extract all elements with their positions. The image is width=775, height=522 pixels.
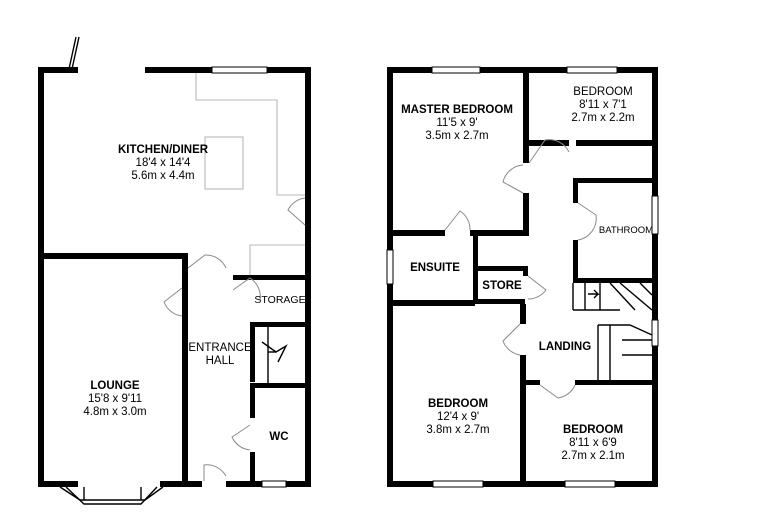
room-name: BEDROOM [562,424,624,436]
room-imperial: 11'5 x 9' [436,117,478,129]
kitchen-diner-label: KITCHEN/DINER 18'4 x 14'4 5.6m x 4.4m [98,144,228,183]
window [386,249,394,285]
storage-label: STORAGE [252,294,308,307]
room-name: WC [269,431,289,443]
room-name-line2: HALL [205,355,235,367]
room-imperial: 12'4 x 9' [436,411,480,423]
window [566,66,618,74]
window [431,66,481,74]
room-name: BEDROOM [427,398,489,410]
bedroom-2-label: BEDROOM 8'11 x 7'1 2.7m x 2.2m [552,86,654,125]
room-name: BEDROOM [573,86,633,98]
room-metric: 2.7m x 2.2m [571,112,635,124]
entrance-hall-label: ENTRANCE HALL [186,342,254,368]
store-label: STORE [479,280,525,293]
room-metric: 3.5m x 2.7m [425,130,489,142]
window [564,480,616,488]
bathroom-label: BATHROOM [595,224,657,237]
bedroom-3-label: BEDROOM 12'4 x 9' 3.8m x 2.7m [402,398,514,437]
ground-floor [38,36,311,505]
window [651,195,659,235]
room-name: MASTER BEDROOM [401,104,513,116]
lounge-label: LOUNGE 15'8 x 9'11 4.8m x 3.0m [55,380,175,419]
ensuite-label: ENSUITE [400,262,470,275]
room-name-line1: ENTRANCE [188,342,252,354]
room-name: STORAGE [254,294,306,306]
room-name: ENSUITE [410,262,460,274]
room-name: LOUNGE [90,380,140,392]
room-metric: 2.7m x 2.1m [561,450,625,462]
room-name: KITCHEN/DINER [117,144,209,156]
room-imperial: 8'11 x 7'1 [579,99,627,111]
room-metric: 4.8m x 3.0m [83,406,147,418]
bedroom-4-label: BEDROOM 8'11 x 6'9 2.7m x 2.1m [538,424,648,463]
room-name: LANDING [538,341,592,353]
wc-label: WC [262,431,296,444]
room-imperial: 15'8 x 9'11 [87,393,143,405]
room-imperial: 18'4 x 14'4 [135,157,191,169]
room-metric: 3.8m x 2.7m [426,424,490,436]
room-imperial: 8'11 x 6'9 [569,437,617,449]
room-name: BATHROOM [598,225,654,236]
window [211,66,268,74]
master-bedroom-label: MASTER BEDROOM 11'5 x 9' 3.5m x 2.7m [393,104,521,143]
room-metric: 5.6m x 4.4m [131,170,195,182]
window [432,480,484,488]
window [261,480,287,488]
window [651,319,659,347]
first-floor [386,66,659,488]
landing-label: LANDING [533,341,597,354]
room-name: STORE [482,280,522,292]
